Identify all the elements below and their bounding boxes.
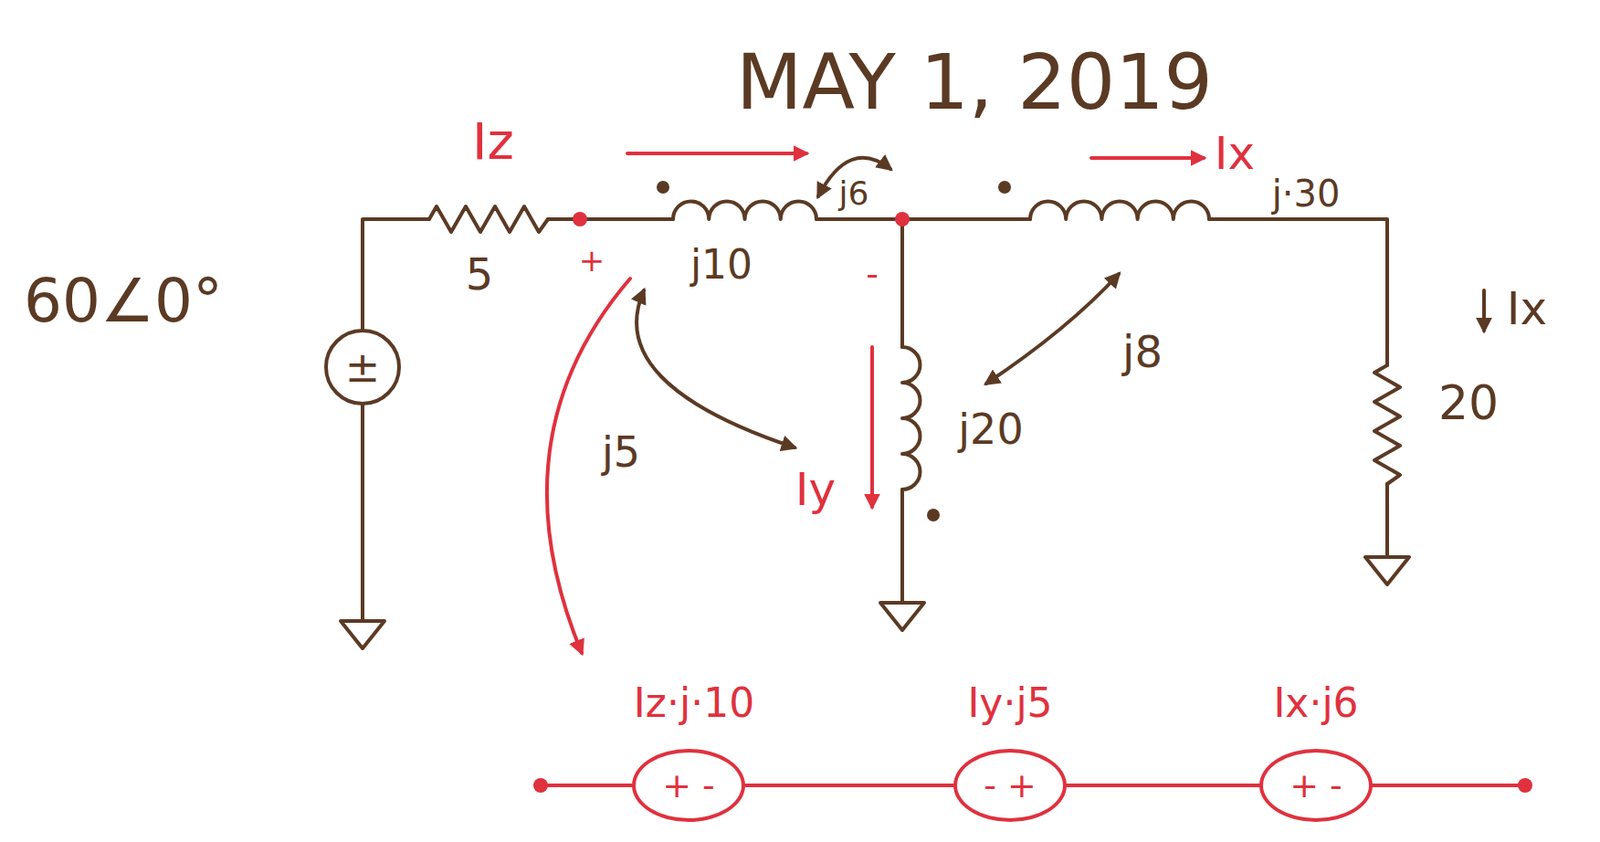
ground-symbol — [1365, 557, 1410, 585]
current-arrow — [1482, 290, 1486, 331]
coupling-arrow — [636, 290, 795, 448]
node-dot — [894, 211, 910, 227]
reactance-label: j10 — [690, 244, 753, 285]
wire — [900, 219, 905, 348]
source-polarity: ± — [345, 346, 381, 389]
wire — [1209, 219, 1388, 366]
voltage-source: ± — [324, 328, 401, 406]
wire — [360, 405, 365, 622]
voltage-term: Iy·j5 — [967, 683, 1053, 724]
source-polarity: - + — [983, 768, 1037, 803]
dependent-source: + - — [631, 748, 746, 822]
voltage-term: Ix·j6 — [1273, 683, 1358, 724]
current-arrow — [627, 151, 807, 156]
wire — [816, 217, 1031, 222]
wire — [1385, 484, 1390, 558]
dependent-source: - + — [953, 748, 1067, 822]
mutual-label: j5 — [601, 431, 641, 474]
series-wire — [540, 783, 632, 788]
inductor-symbol — [1030, 200, 1210, 220]
polarity-dot — [926, 508, 940, 522]
resistance-label: 5 — [465, 252, 495, 296]
current-label: Ix — [1214, 130, 1255, 177]
terminal-dot — [533, 778, 548, 793]
node-dot — [572, 211, 588, 227]
polarity-mark: + — [578, 244, 606, 276]
resistance-label: 20 — [1438, 378, 1499, 427]
series-wire — [1372, 783, 1526, 788]
series-wire — [1066, 783, 1260, 788]
wire — [900, 489, 905, 603]
current-label: Iz — [472, 115, 515, 168]
ground-symbol — [340, 621, 385, 649]
source-polarity: + - — [1289, 768, 1343, 803]
polarity-mark: - — [865, 256, 879, 292]
date-note: MAY 1, 2019 — [736, 43, 1213, 121]
inductor-symbol — [902, 347, 921, 490]
current-label: Ix — [1506, 285, 1548, 332]
source-polarity: + - — [662, 768, 716, 803]
current-label: Iy — [795, 466, 836, 513]
series-wire — [745, 783, 954, 788]
ground-symbol — [880, 602, 925, 631]
coupling-arrow — [986, 273, 1119, 384]
wire — [362, 219, 430, 329]
dependent-source: + - — [1259, 748, 1373, 822]
voltage-term: Iz·j·10 — [633, 683, 755, 724]
mutual-label: j6 — [839, 177, 870, 211]
current-arrow — [1091, 156, 1204, 160]
polarity-dot — [998, 180, 1011, 194]
wire — [547, 217, 674, 222]
reactance-label: j·30 — [1272, 175, 1341, 212]
resistor-symbol — [429, 206, 548, 232]
reactance-label: j20 — [957, 408, 1023, 451]
current-arrow — [870, 347, 874, 507]
source-value: 60∠0° — [23, 271, 223, 332]
inductor-symbol — [673, 200, 817, 220]
resistor-symbol — [1374, 365, 1400, 485]
mutual-label: j8 — [1122, 329, 1163, 374]
polarity-dot — [656, 180, 670, 194]
terminal-dot — [1517, 778, 1533, 793]
